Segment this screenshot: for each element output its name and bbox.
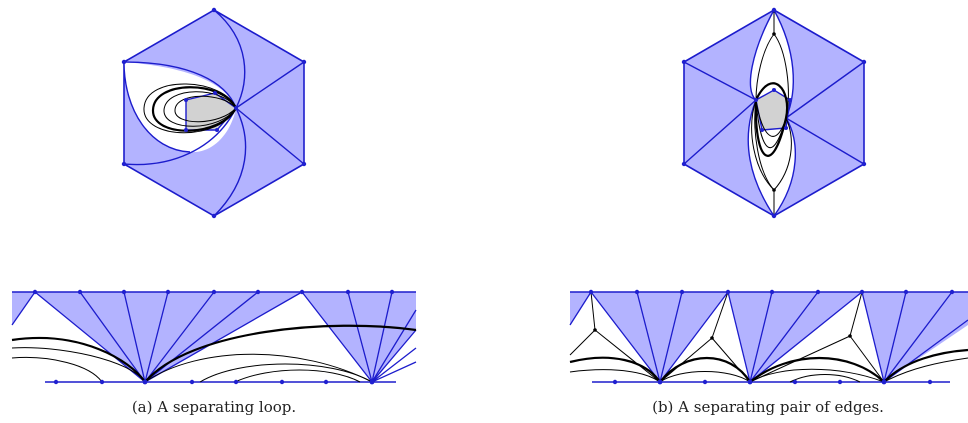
caption-a: (a) A separating loop. (131, 398, 297, 416)
strip-a-curve-4 (199, 363, 373, 383)
loop-a-1 (143, 83, 237, 134)
edge-b-3 (785, 61, 865, 119)
edge-b-5 (749, 9, 775, 101)
strip-b-white-1 (660, 292, 750, 382)
strip-b-fan-1 (591, 292, 728, 382)
strip-a-curve-3 (144, 353, 373, 383)
strip-b-curve-10 (569, 369, 661, 383)
strip-b-curve-4 (711, 291, 729, 339)
hole-b (755, 89, 791, 131)
edge-b-1 (683, 61, 757, 101)
panel-b-strip (569, 289, 968, 385)
strip-b-curve-14 (789, 374, 861, 383)
panel-b-hexagon (681, 7, 867, 219)
curve-b-6 (773, 117, 792, 191)
edge-b-7 (747, 99, 775, 217)
edge-a-loop-left (123, 61, 191, 153)
loop-a-thick (151, 86, 237, 132)
strip-b-fan-2 (728, 292, 862, 382)
strip-b-fan-3 (862, 292, 968, 382)
curve-b-thick (754, 82, 789, 157)
strip-a-curve-2 (11, 356, 103, 383)
curve-b-5 (751, 99, 775, 191)
edge-a-right-top (235, 61, 305, 109)
strip-b-curve-12 (749, 368, 885, 383)
edge-a-right-bottom (235, 107, 305, 165)
curve-b-2 (755, 33, 775, 101)
strip-a-curve-5 (234, 369, 361, 383)
edge-b-8 (773, 117, 796, 217)
strip-b-curve-2 (569, 329, 596, 356)
strip-b-white-3 (570, 292, 660, 382)
edge-a-lower-left (123, 107, 237, 166)
panel-a-strip (11, 289, 417, 385)
strip-b-curve-11 (659, 371, 751, 383)
strip-b-curve-3 (594, 329, 661, 383)
strip-a-curve-thick (11, 324, 417, 384)
strip-b-curve-7 (849, 291, 863, 337)
strip-a-fan-main (35, 292, 302, 382)
panel-a-hexagon (121, 7, 307, 219)
strip-b-white-2 (750, 292, 884, 382)
strip-b-curve-13 (883, 357, 968, 383)
strip-b-curve-1 (590, 291, 596, 331)
edge-b-2 (683, 99, 757, 165)
strip-b-curve-9 (849, 335, 885, 383)
strip-a-white (12, 292, 372, 382)
edge-a-left (123, 61, 237, 109)
loop-a-4 (174, 95, 237, 123)
edge-a-bottom (213, 107, 247, 217)
caption-b: (b) A separating pair of edges. (652, 398, 884, 416)
edge-a-top (213, 9, 246, 109)
strip-b-curve-5 (659, 337, 713, 383)
edge-b-4 (785, 117, 865, 165)
